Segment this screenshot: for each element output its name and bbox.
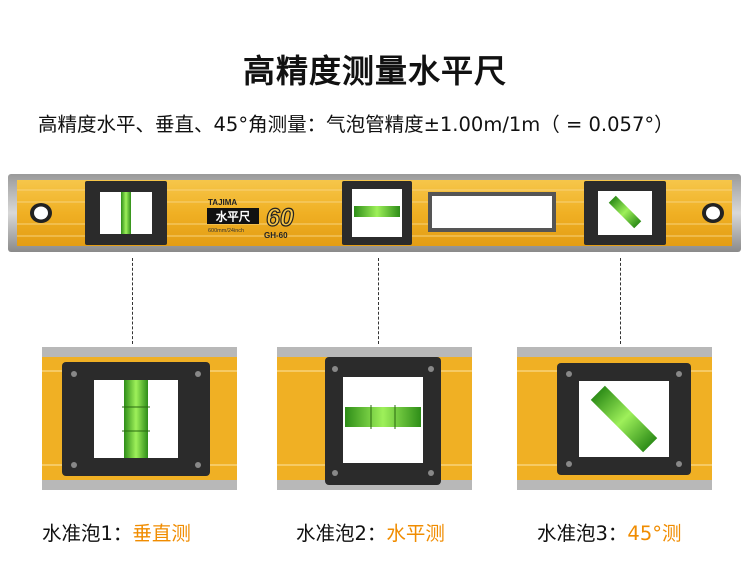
vial-1-mode: 垂直测 — [132, 522, 191, 545]
connector-line-1 — [132, 258, 133, 344]
vial-2-mode: 水平测 — [386, 522, 445, 545]
vial-2-closeup — [277, 347, 472, 490]
vial-3-label: 水准泡3： — [537, 522, 628, 545]
brand-text: TAJIMA — [208, 198, 237, 207]
vial-1-label: 水准泡1： — [42, 522, 133, 545]
connector-line-3 — [620, 258, 621, 344]
vial-1-closeup — [42, 347, 237, 490]
vial-3-closeup — [517, 347, 712, 490]
spirit-level: TAJIMA 水平尺 600mm/24inch 60 GH-60 — [8, 174, 741, 252]
size-number: 60 — [266, 204, 294, 232]
page-title: 高精度测量水平尺 — [242, 52, 507, 90]
connector-line-2 — [378, 258, 379, 344]
vial-2-label: 水准泡2： — [296, 522, 387, 545]
spec-subtitle: 高精度水平、垂直、45°角测量：气泡管精度±1.00m/1m（ = 0.057°… — [38, 113, 674, 136]
name-badge: 水平尺 — [216, 210, 251, 224]
small-print: 600mm/24inch — [208, 228, 244, 234]
vial-3-caption: 水准泡3：45°测 — [537, 517, 682, 546]
vial-3-mode: 45°测 — [627, 522, 682, 545]
vial-2-caption: 水准泡2：水平测 — [296, 517, 445, 546]
model-text: GH-60 — [264, 231, 288, 240]
vial-1-caption: 水准泡1：垂直测 — [42, 517, 191, 546]
